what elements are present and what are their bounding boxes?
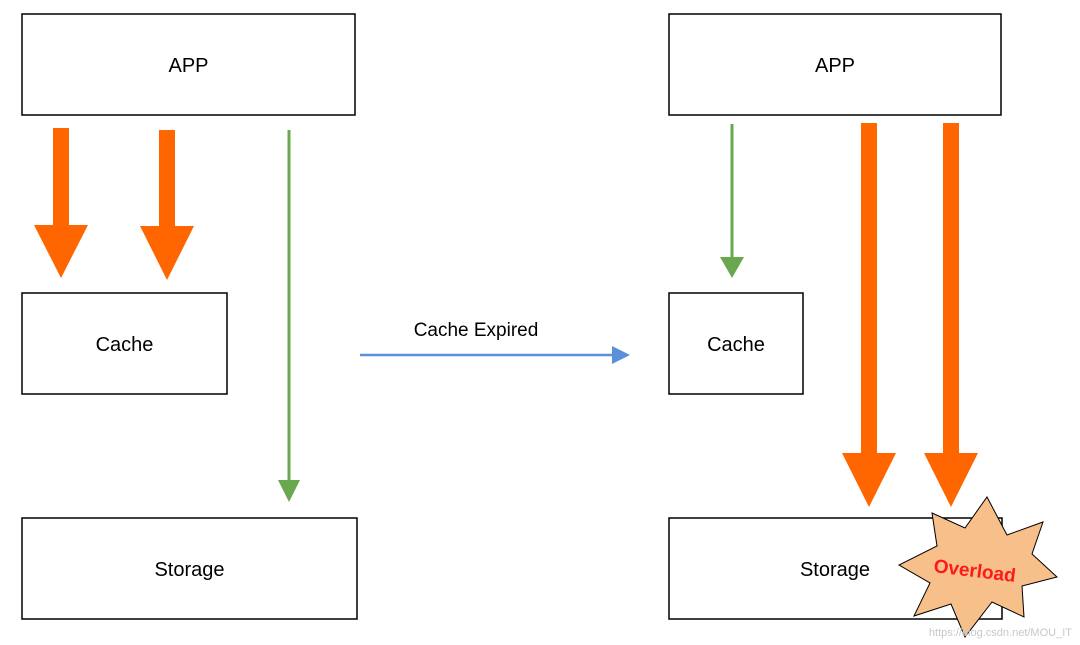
left-storage-label: Storage bbox=[154, 559, 224, 581]
right-app-label: APP bbox=[815, 55, 855, 77]
left-heavy-arrow-2 bbox=[140, 130, 194, 280]
left-scenario: APP Cache Storage bbox=[21, 13, 358, 620]
right-cache-box bbox=[668, 292, 804, 395]
left-storage-box bbox=[21, 517, 358, 620]
left-app-label: APP bbox=[168, 55, 208, 77]
right-storage-label: Storage bbox=[800, 559, 870, 581]
right-cache-label: Cache bbox=[707, 334, 765, 356]
transition-arrow-head bbox=[612, 346, 630, 364]
watermark-text: https://blog.csdn.net/MOU_IT bbox=[929, 627, 1072, 639]
left-app-box bbox=[21, 13, 356, 116]
left-heavy-arrow-1 bbox=[34, 128, 88, 278]
right-heavy-arrow-1 bbox=[842, 123, 896, 507]
right-app-box bbox=[668, 13, 1002, 116]
transition-label: Cache Expired bbox=[414, 320, 539, 341]
right-heavy-arrow-2 bbox=[924, 123, 978, 507]
right-scenario: APP Cache Storage Overload bbox=[668, 13, 1059, 638]
left-cache-box bbox=[21, 292, 228, 395]
overload-burst bbox=[897, 496, 1059, 638]
left-light-arrow-head bbox=[278, 480, 300, 502]
transition: Cache Expired bbox=[360, 320, 630, 364]
right-light-arrow-head bbox=[720, 257, 744, 278]
left-cache-label: Cache bbox=[96, 334, 154, 356]
